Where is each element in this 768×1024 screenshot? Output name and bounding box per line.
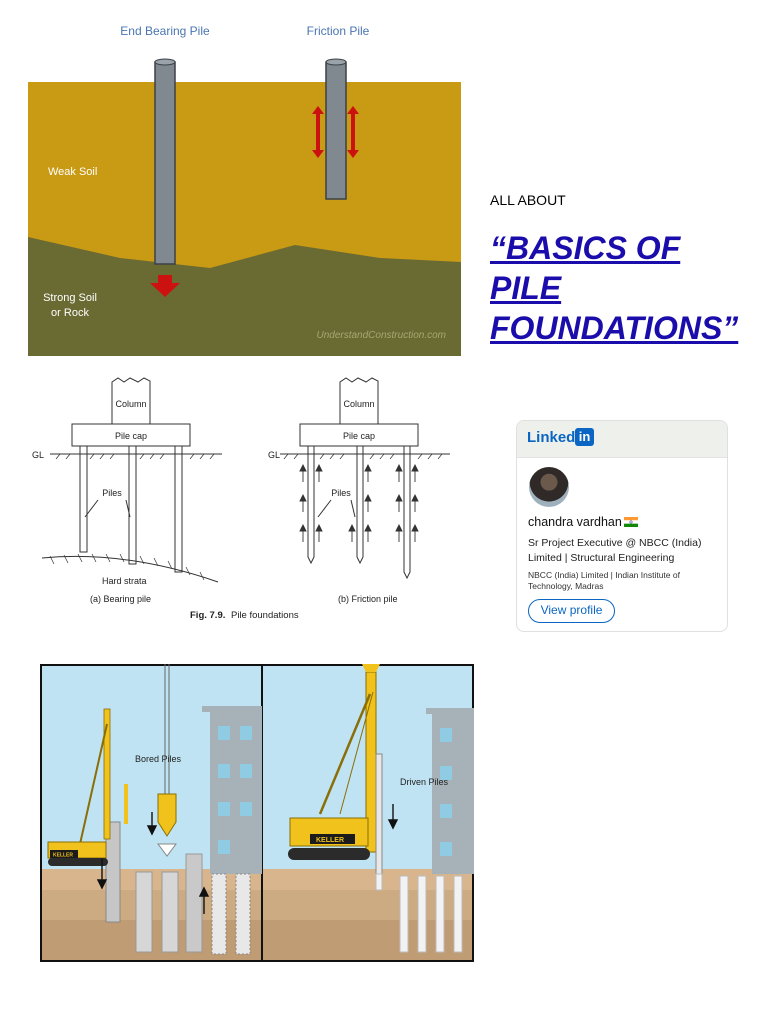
pile-b-3 <box>404 446 410 578</box>
bored-pile-3 <box>186 854 202 952</box>
figure-title: Pile foundations <box>231 610 299 621</box>
driven-pile-4 <box>454 876 462 952</box>
driven-pile-5 <box>376 874 382 890</box>
linkedin-header: Linked in <box>517 421 727 458</box>
end-bearing-pile <box>155 62 175 264</box>
pile-cap-label-a: Pile cap <box>115 431 147 441</box>
gl-label-b: GL <box>268 450 280 460</box>
friction-pile-label: Friction Pile <box>307 24 370 38</box>
gl-label-a: GL <box>32 450 44 460</box>
india-flag-icon <box>624 517 638 527</box>
driven-piles-label: Driven Piles <box>400 777 449 787</box>
pile-cap-label-b: Pile cap <box>343 431 375 441</box>
keller-logo-left: KELLER <box>53 853 73 859</box>
watermark: UnderstandConstruction.com <box>316 330 446 341</box>
column-label-a: Column <box>115 399 146 409</box>
pile-a-2 <box>129 446 136 564</box>
building-right <box>426 708 474 874</box>
weak-soil-label: Weak Soil <box>48 166 97 178</box>
end-bearing-vs-friction-diagram: End Bearing Pile Friction Pile Weak Soil… <box>0 0 480 360</box>
column-label-b: Column <box>343 399 374 409</box>
pile-b-1 <box>308 446 314 563</box>
bored-piles-label: Bored Piles <box>135 754 182 764</box>
pile-a-1 <box>80 446 87 552</box>
figure-number: Fig. 7.9. <box>190 610 225 621</box>
building-left <box>202 706 262 874</box>
piles-label-b: Piles <box>331 488 351 498</box>
avatar[interactable] <box>529 467 569 507</box>
linkedin-logo-text: Linked <box>527 429 575 446</box>
pile-b-2 <box>357 446 363 563</box>
linkedin-profile-card: Linked in chandra vardhan Sr Project Exe… <box>516 420 728 632</box>
profile-name: chandra vardhan <box>528 515 622 529</box>
hard-strata-label: Hard strata <box>102 576 147 586</box>
pile-a-3 <box>175 446 182 572</box>
rock-label: or Rock <box>51 307 89 319</box>
caption-a: (a) Bearing pile <box>90 594 151 604</box>
driven-pile-2 <box>418 876 426 952</box>
bored-pile-2 <box>162 872 178 952</box>
end-bearing-pile-label: End Bearing Pile <box>120 24 210 38</box>
pile-foundations-figure: Column Pile cap GL Piles Hard strata (a)… <box>30 372 480 630</box>
view-profile-button[interactable]: View profile <box>528 599 615 623</box>
profile-education: NBCC (India) Limited | Indian Institute … <box>528 570 718 592</box>
keller-logo-right: KELLER <box>316 837 344 844</box>
piles-label-a: Piles <box>102 488 122 498</box>
caption-b: (b) Friction pile <box>338 594 398 604</box>
bored-vs-driven-piles-illustration: KELLER KELLER Bored Piles Driven Piles <box>40 664 474 962</box>
page-title-link[interactable]: “BASICS OF PILE FOUNDATIONS” <box>490 228 760 348</box>
bored-pile-1 <box>136 872 152 952</box>
driven-pile-1 <box>400 876 408 952</box>
driven-pile-3 <box>436 876 444 952</box>
friction-pile-top <box>326 59 346 65</box>
linkedin-logo-icon: in <box>575 428 594 446</box>
kicker-text: ALL ABOUT <box>490 192 566 208</box>
end-bearing-pile-top <box>155 59 175 65</box>
bored-pile-5 <box>236 874 250 954</box>
profile-headline: Sr Project Executive @ NBCC (India) Limi… <box>528 536 718 566</box>
friction-pile <box>326 62 346 199</box>
strong-soil-label: Strong Soil <box>43 292 97 304</box>
bored-pile-4 <box>212 874 226 954</box>
